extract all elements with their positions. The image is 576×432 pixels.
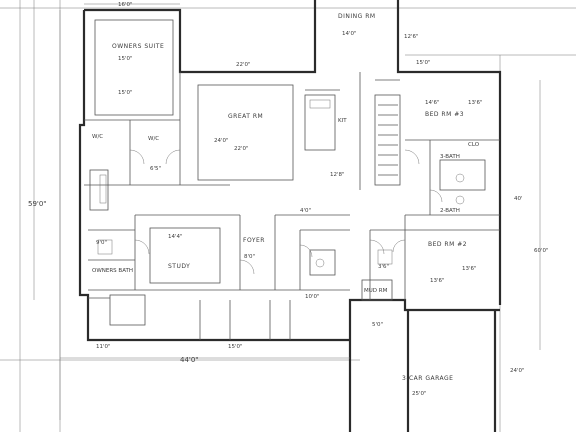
dim-overall-bottom: 44'0" — [180, 356, 199, 364]
dim-5: 5'0" — [372, 322, 383, 328]
dim-12: 12'8" — [330, 172, 345, 178]
label-wic-2: W/C — [148, 136, 159, 142]
dim-13: 13'6" — [468, 100, 483, 106]
room-owners-suite: OWNERS SUITE — [112, 43, 164, 50]
room-study: STUDY — [168, 263, 190, 270]
dim-overall-left: 59'0" — [28, 200, 47, 208]
dim-foyer-width: 8'0" — [244, 254, 255, 260]
dim-overall-right-upper: 40' — [514, 196, 523, 202]
interior-walls — [84, 19, 500, 340]
room-foyer: FOYER — [243, 237, 265, 244]
room-great: GREAT RM — [228, 113, 263, 120]
dim-6: 6'5" — [150, 166, 161, 172]
dim-study-width: 14'4" — [168, 234, 183, 240]
room-dining: DINING RM — [338, 13, 376, 20]
dim-overall-right-lower: 60'0" — [534, 248, 549, 254]
dim-bed2-depth: 13'6" — [462, 266, 477, 272]
label-clo: CLO — [468, 142, 480, 148]
room-labels: OWNERS SUITE 15'0" 15'0" DINING RM 14'0"… — [92, 13, 483, 397]
room-bed-2: BED RM #2 — [428, 241, 467, 248]
dim-garage-width: 25'0" — [412, 391, 427, 397]
dim-great-width: 22'0" — [234, 146, 249, 152]
door-swings — [129, 149, 443, 275]
dim-dining-depth: 12'6" — [404, 34, 419, 40]
room-mud: MUD RM — [364, 288, 388, 294]
overall-dimensions: 16'0" 59'0" 44'0" 40' 60'0" 24'0" — [28, 2, 549, 420]
label-wic-1: W/C — [92, 134, 103, 140]
dim-15a: 15'0" — [416, 60, 431, 66]
dim-owners-depth: 15'0" — [118, 90, 133, 96]
dim-9: 9'0" — [96, 240, 107, 246]
dim-4: 4'0" — [300, 208, 311, 214]
dim-overall-top: 16'0" — [118, 2, 133, 8]
label-kit: KIT — [338, 118, 347, 124]
dim-11: 11'0" — [96, 344, 111, 350]
dim-3: 3'6" — [378, 264, 389, 270]
label-bath-3: 3-BATH — [440, 154, 460, 160]
dim-garage-side: 24'0" — [510, 368, 525, 374]
dim-owners-width: 15'0" — [118, 56, 133, 62]
dim-bed2-width: 13'6" — [430, 278, 445, 284]
room-garage: 3-CAR GARAGE — [402, 375, 453, 382]
fixtures — [97, 99, 465, 268]
room-bed-3: BED RM #3 — [425, 111, 464, 118]
dim-15b: 15'0" — [228, 344, 243, 350]
dim-dining-width: 14'0" — [342, 31, 357, 37]
dim-bed3-width: 14'6" — [425, 100, 440, 106]
room-owners-bath: OWNERS BATH — [92, 268, 133, 274]
dim-22: 22'0" — [236, 62, 251, 68]
label-bath-2: 2-BATH — [440, 208, 460, 214]
dim-great-depth: 24'0" — [214, 138, 229, 144]
dim-10: 10'0" — [305, 294, 320, 300]
